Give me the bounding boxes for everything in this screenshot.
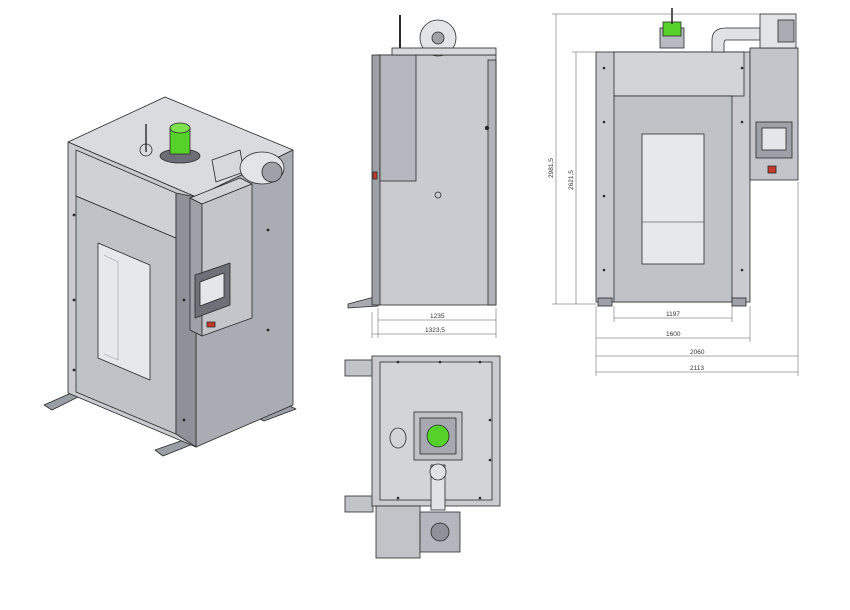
- top-view: [344, 355, 501, 559]
- dim-height-total: 2981,5: [548, 158, 555, 178]
- front-view: 1197 1600 2060 2113 2981,5 2621,5: [548, 8, 799, 376]
- front-control-box: [749, 47, 799, 181]
- front-door: [613, 95, 733, 303]
- side-red-tag: [372, 171, 378, 180]
- side-dimension-lines: [371, 308, 497, 338]
- top-flue-elbow: [429, 463, 447, 481]
- front-foot-right: [731, 297, 747, 307]
- iso-red-label: [206, 321, 216, 328]
- front-control-screen: [761, 127, 787, 151]
- front-green-cap: [662, 21, 682, 37]
- top-fan-hub: [430, 522, 450, 542]
- side-valve: [434, 191, 442, 199]
- front-fan-motor: [777, 19, 795, 43]
- iso-window: [97, 242, 151, 381]
- top-bracket-lower: [344, 495, 374, 513]
- iso-rod-ring: [139, 143, 153, 157]
- front-dimension-lines: [552, 13, 799, 376]
- iso-green-cap: [169, 122, 191, 134]
- isometric-view: [43, 96, 297, 457]
- dim-side-outer: 1323,5: [425, 327, 445, 334]
- front-upper-band: [613, 51, 745, 97]
- dim-front-inner: 1197: [666, 311, 680, 318]
- top-green-cap: [426, 424, 450, 448]
- top-ring: [389, 427, 407, 449]
- front-foot-left: [597, 297, 613, 307]
- dim-front-total: 2060: [690, 349, 705, 356]
- iso-window-detail: [103, 254, 119, 361]
- side-frame-strip: [371, 54, 381, 306]
- dim-front-overall: 2113: [690, 365, 704, 372]
- side-top-rail: [391, 47, 497, 56]
- side-view: 1235 1323,5: [347, 15, 497, 338]
- dim-side-inner: 1235: [430, 313, 445, 320]
- front-bolts: [602, 66, 744, 272]
- dim-height-body: 2621,5: [568, 170, 575, 190]
- side-knob: [484, 125, 490, 131]
- side-fan-hub: [431, 31, 445, 45]
- dim-front-body: 1600: [666, 331, 681, 338]
- iso-control-screen: [199, 272, 225, 307]
- top-bracket-upper: [344, 359, 374, 377]
- top-bolts: [396, 360, 492, 500]
- front-red-label: [767, 165, 777, 174]
- side-upper-panel: [379, 54, 417, 182]
- front-window: [641, 133, 705, 265]
- side-base-foot: [347, 295, 379, 309]
- iso-control-box-side: [201, 183, 253, 337]
- iso-fan-hub: [261, 161, 283, 183]
- top-control-box: [375, 505, 421, 559]
- side-right-strip: [487, 59, 497, 306]
- iso-bolts: [72, 213, 270, 422]
